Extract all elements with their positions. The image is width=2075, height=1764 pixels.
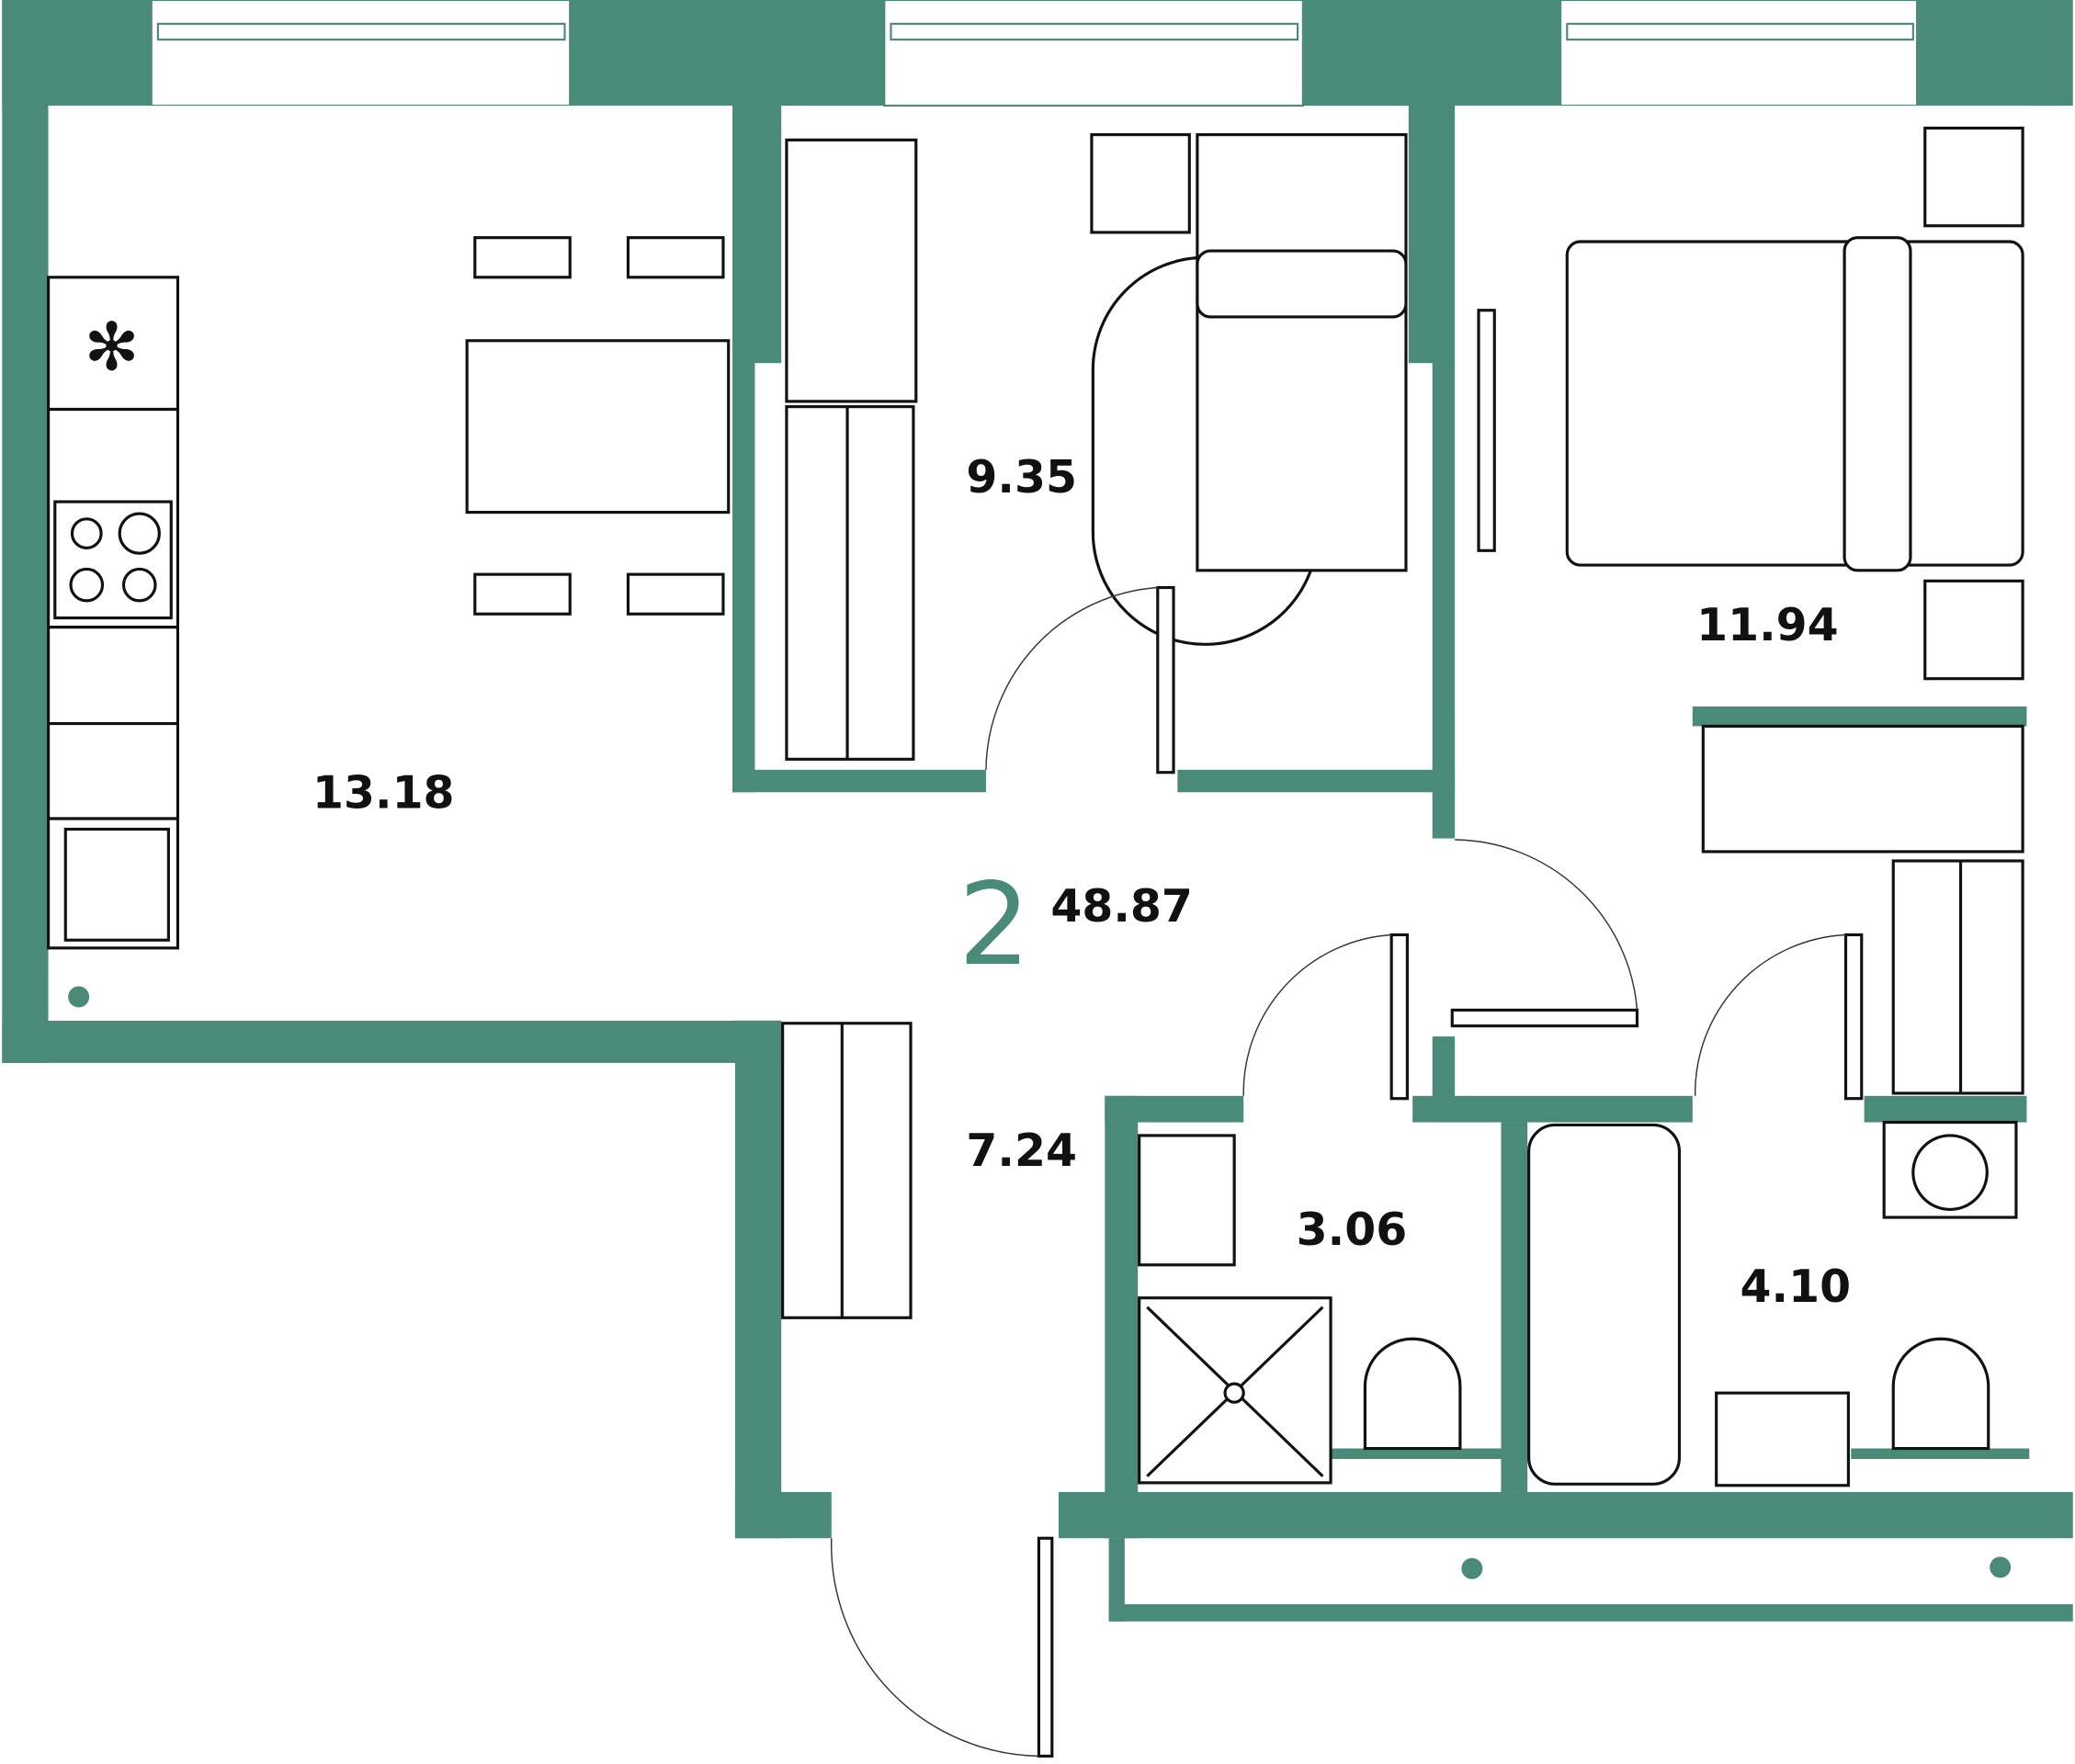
- total-area: 48.87: [1050, 880, 1193, 933]
- ventilation-dots: [48, 970, 2012, 1579]
- area-toilet: 3.06: [1297, 1204, 1408, 1256]
- area-bedroom-small: 9.35: [966, 451, 1077, 503]
- bedroom-small-furniture: [785, 133, 1408, 775]
- bedroom-large-furniture: [1477, 126, 2024, 1095]
- windows: [150, 0, 1919, 107]
- kitchen-furniture: ✻: [47, 236, 731, 950]
- area-kitchen: 13.18: [312, 767, 455, 820]
- area-bedroom-large: 11.94: [1696, 599, 1839, 651]
- area-bathroom: 4.10: [1741, 1261, 1852, 1313]
- fridge-snowflake-icon: ✻: [84, 311, 139, 384]
- area-hallway: 7.24: [966, 1125, 1077, 1177]
- labels: 2 48.87 13.18 9.35 11.94 7.24 3.06 4.10: [312, 451, 1851, 1313]
- room-count: 2: [958, 859, 1031, 991]
- bathroom-fixtures: [1138, 1120, 2018, 1487]
- hallway-furniture: [781, 839, 1864, 1758]
